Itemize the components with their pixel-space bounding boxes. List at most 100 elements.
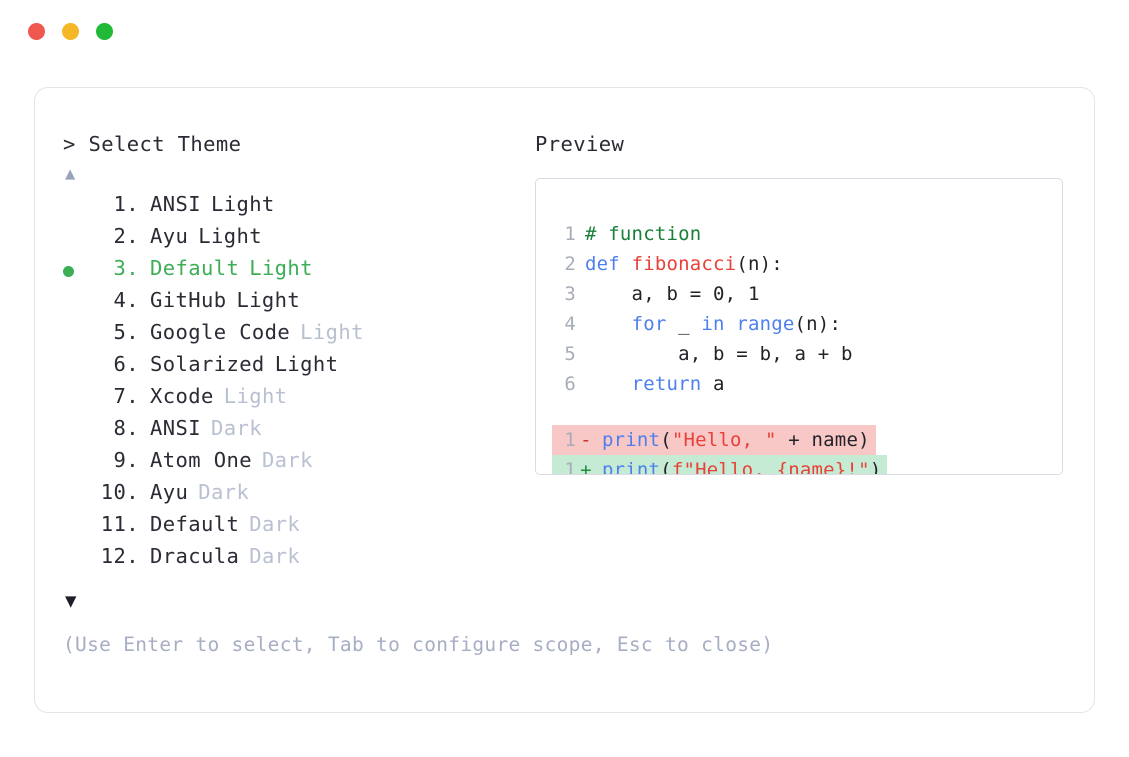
- selected-bullet-icon: [63, 512, 93, 544]
- theme-item-variant: Light: [236, 287, 301, 312]
- code-token: "Hello, ": [671, 428, 777, 451]
- theme-item-index: 10.: [100, 479, 139, 504]
- selected-bullet-icon: [63, 192, 93, 224]
- theme-item-name: ANSI: [150, 415, 201, 440]
- code-line: 3 a, b = 0, 1: [552, 279, 1062, 309]
- code-line: 5 a, b = b, a + b: [552, 339, 1062, 369]
- theme-item-name: GitHub: [150, 287, 227, 312]
- selected-bullet-icon: [63, 384, 93, 416]
- code-token: f"Hello, {name}!": [671, 458, 870, 475]
- theme-item-index: 4.: [113, 287, 139, 312]
- theme-item-variant: Dark: [210, 415, 262, 440]
- theme-list-item[interactable]: 10. Ayu Dark: [63, 480, 533, 512]
- selected-bullet-icon: [63, 224, 93, 256]
- theme-item-index: 1.: [113, 191, 139, 216]
- code-token: print: [602, 428, 661, 451]
- theme-item-index: 8.: [113, 415, 139, 440]
- code-token: [585, 313, 632, 335]
- code-token: fibonacci: [631, 252, 737, 275]
- code-token: a: [701, 372, 725, 395]
- selected-bullet-icon: [63, 480, 93, 512]
- code-line-text: a, b = 0, 1: [576, 279, 760, 309]
- diff-line-number: 1: [564, 458, 576, 475]
- scroll-up-icon[interactable]: ▲: [65, 163, 76, 184]
- theme-item-variant: Light: [300, 319, 364, 344]
- selected-bullet-icon: [63, 320, 93, 352]
- code-token: (: [660, 428, 672, 451]
- code-line-number: 4: [564, 312, 576, 335]
- code-line: 4 for _ in range(n):: [552, 309, 1062, 339]
- selected-bullet-icon: [63, 256, 93, 288]
- theme-item-name: Default: [150, 511, 240, 536]
- minimize-icon[interactable]: [62, 22, 79, 40]
- theme-list-item[interactable]: 8. ANSI Dark: [63, 416, 533, 448]
- theme-item-index: 11.: [100, 511, 139, 536]
- traffic-lights: [28, 22, 113, 40]
- page-title: > Select Theme: [63, 132, 242, 156]
- scroll-down-icon[interactable]: ▼: [65, 589, 77, 612]
- close-icon[interactable]: [28, 22, 45, 40]
- theme-item-index: 3.: [113, 255, 139, 280]
- theme-item-index: 2.: [113, 223, 139, 248]
- theme-list-item[interactable]: 3. Default Light: [63, 256, 533, 288]
- maximize-icon[interactable]: [96, 22, 113, 40]
- theme-item-index: 6.: [113, 351, 139, 376]
- code-line: 1# function: [552, 219, 1062, 249]
- theme-item-name: Dracula: [150, 543, 240, 568]
- theme-item-name: Atom One: [150, 447, 252, 472]
- diff-block: 1-print("Hello, " + name)1+print(f"Hello…: [552, 424, 1062, 475]
- theme-item-name: Solarized: [150, 351, 265, 376]
- code-token: for: [631, 312, 667, 335]
- theme-item-name: Default: [150, 255, 240, 280]
- code-line-text: a, b = b, a + b: [576, 339, 853, 369]
- theme-list-item[interactable]: 4. GitHub Light: [63, 288, 533, 320]
- theme-item-variant: Dark: [249, 511, 301, 536]
- diff-line-removed: 1-print("Hello, " + name): [552, 424, 876, 455]
- diff-sign: -: [580, 428, 592, 451]
- preview-title: Preview: [535, 132, 625, 156]
- code-token: range: [736, 312, 795, 335]
- theme-item-index: 5.: [113, 319, 139, 344]
- diff-sign: +: [580, 458, 592, 475]
- theme-item-name: Xcode: [150, 383, 214, 408]
- code-line-text: return a: [576, 369, 725, 399]
- diff-line-number: 1: [564, 428, 576, 451]
- theme-item-index: 12.: [100, 543, 139, 568]
- theme-item-name: Google Code: [150, 319, 291, 344]
- code-line-number: 2: [564, 252, 576, 275]
- diff-line-text: print("Hello, " + name): [596, 425, 876, 455]
- keyboard-hint: (Use Enter to select, Tab to configure s…: [63, 633, 774, 656]
- selected-bullet-icon: [63, 416, 93, 448]
- selected-bullet-icon: [63, 448, 93, 480]
- code-token: a, b = b, a + b: [585, 342, 853, 365]
- diff-line-added: 1+print(f"Hello, {name}!"): [552, 454, 888, 475]
- theme-list-item[interactable]: 11. Default Dark: [63, 512, 533, 544]
- theme-list-item[interactable]: 5. Google Code Light: [63, 320, 533, 352]
- theme-item-variant: Dark: [261, 447, 313, 472]
- theme-item-index: 7.: [113, 383, 139, 408]
- theme-item-name: Ayu: [150, 479, 189, 504]
- diff-line-text: print(f"Hello, {name}!"): [596, 455, 887, 475]
- theme-item-variant: Dark: [198, 479, 250, 504]
- code-line-number: 5: [564, 342, 576, 365]
- code-token: ): [869, 458, 882, 475]
- theme-item-variant: Light: [249, 255, 313, 280]
- code-token: in: [701, 312, 725, 335]
- code-token: _: [666, 312, 702, 335]
- code-token: [725, 313, 737, 335]
- code-line-text: for _ in range(n):: [576, 309, 841, 339]
- code-line-text: # function: [576, 219, 701, 249]
- selected-bullet-icon: [63, 352, 93, 384]
- code-token: (: [660, 458, 672, 475]
